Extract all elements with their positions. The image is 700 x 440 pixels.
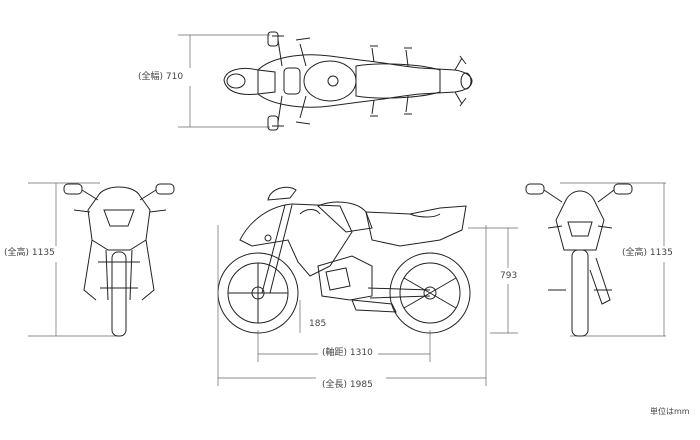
width-label: (全幅) [138,72,164,82]
rear-view [525,182,666,337]
length-value: 1985 [349,380,373,390]
front-height-label: (全高) [4,248,30,258]
front-height-value: 1135 [31,248,55,258]
seat-height-value: 793 [500,271,518,281]
ground-clearance-value: 185 [309,319,327,329]
rear-height-label: (全高) [622,248,648,258]
wheelbase-label: (軸距) [322,348,348,358]
length-label: (全長) [322,380,348,390]
side-view [217,186,518,386]
rear-height-value: 1135 [649,248,673,258]
top-view [178,31,473,131]
width-value: 710 [165,72,184,82]
rear-height-dimension: (全高) 1135 [622,249,673,258]
width-dimension: (全幅) 710 [138,73,183,82]
wheelbase-value: 1310 [349,348,373,358]
wheelbase-dimension: (軸距) 1310 [322,349,373,358]
length-dimension: (全長) 1985 [322,381,373,390]
unit-note: 単位はmm [650,407,690,416]
front-view [28,182,175,337]
front-height-dimension: (全高) 1135 [4,249,55,258]
